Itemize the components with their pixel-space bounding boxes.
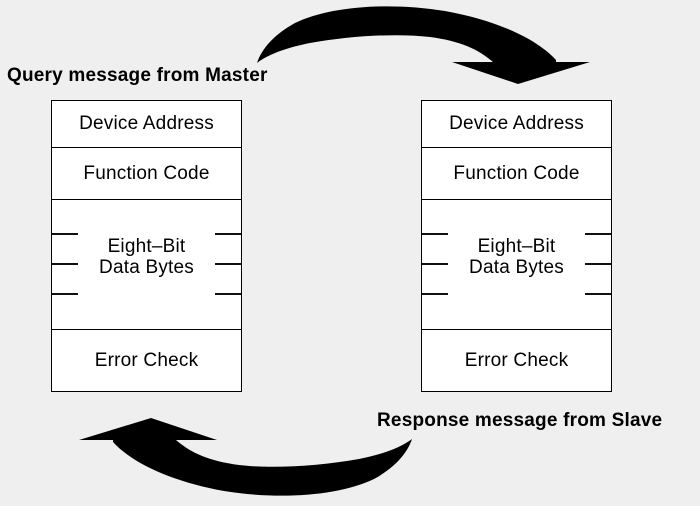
byte-tick-mark: [215, 263, 241, 265]
field-label: Device Address: [449, 113, 584, 134]
field-label: Device Address: [79, 113, 214, 134]
byte-tick-mark: [52, 263, 78, 265]
query-frame-box: Device Address Function Code Eight–Bit D…: [51, 100, 242, 392]
byte-tick-mark: [215, 233, 241, 235]
byte-tick-mark: [585, 263, 611, 265]
curved-arrow-down-icon: [257, 6, 590, 85]
field-label: Error Check: [464, 349, 569, 371]
response-field-device-address: Device Address: [422, 101, 611, 147]
response-arrow-icon: [79, 418, 412, 496]
byte-tick-mark: [422, 233, 448, 235]
query-field-device-address: Device Address: [52, 101, 241, 147]
field-label: Error Check: [94, 349, 199, 371]
byte-tick-mark: [52, 233, 78, 235]
query-arrow-icon: [257, 6, 590, 85]
byte-tick-mark: [585, 293, 611, 295]
byte-tick-mark: [215, 293, 241, 295]
response-field-function-code: Function Code: [422, 147, 611, 199]
query-caption: Query message from Master: [7, 65, 268, 86]
response-caption: Response message from Slave: [377, 410, 663, 431]
field-label: Eight–Bit Data Bytes: [99, 236, 194, 278]
field-label-line1: Eight–Bit: [107, 235, 186, 257]
query-field-error-check: Error Check: [52, 329, 241, 391]
byte-tick-mark: [585, 233, 611, 235]
field-label: Eight–Bit Data Bytes: [469, 236, 564, 278]
response-frame-box: Device Address Function Code Eight–Bit D…: [421, 100, 612, 392]
field-label-line2: Data Bytes: [99, 256, 194, 278]
field-label: Function Code: [453, 162, 580, 184]
byte-tick-mark: [422, 263, 448, 265]
query-field-function-code: Function Code: [52, 147, 241, 199]
byte-tick-mark: [422, 293, 448, 295]
byte-tick-mark: [52, 293, 78, 295]
curved-arrow-up-icon: [79, 418, 412, 496]
field-label: Function Code: [83, 162, 210, 184]
response-field-data-bytes: Eight–Bit Data Bytes: [422, 199, 611, 329]
field-label-line2: Data Bytes: [469, 256, 564, 278]
field-label-line1: Eight–Bit: [477, 235, 556, 257]
query-field-data-bytes: Eight–Bit Data Bytes: [52, 199, 241, 329]
response-field-error-check: Error Check: [422, 329, 611, 391]
